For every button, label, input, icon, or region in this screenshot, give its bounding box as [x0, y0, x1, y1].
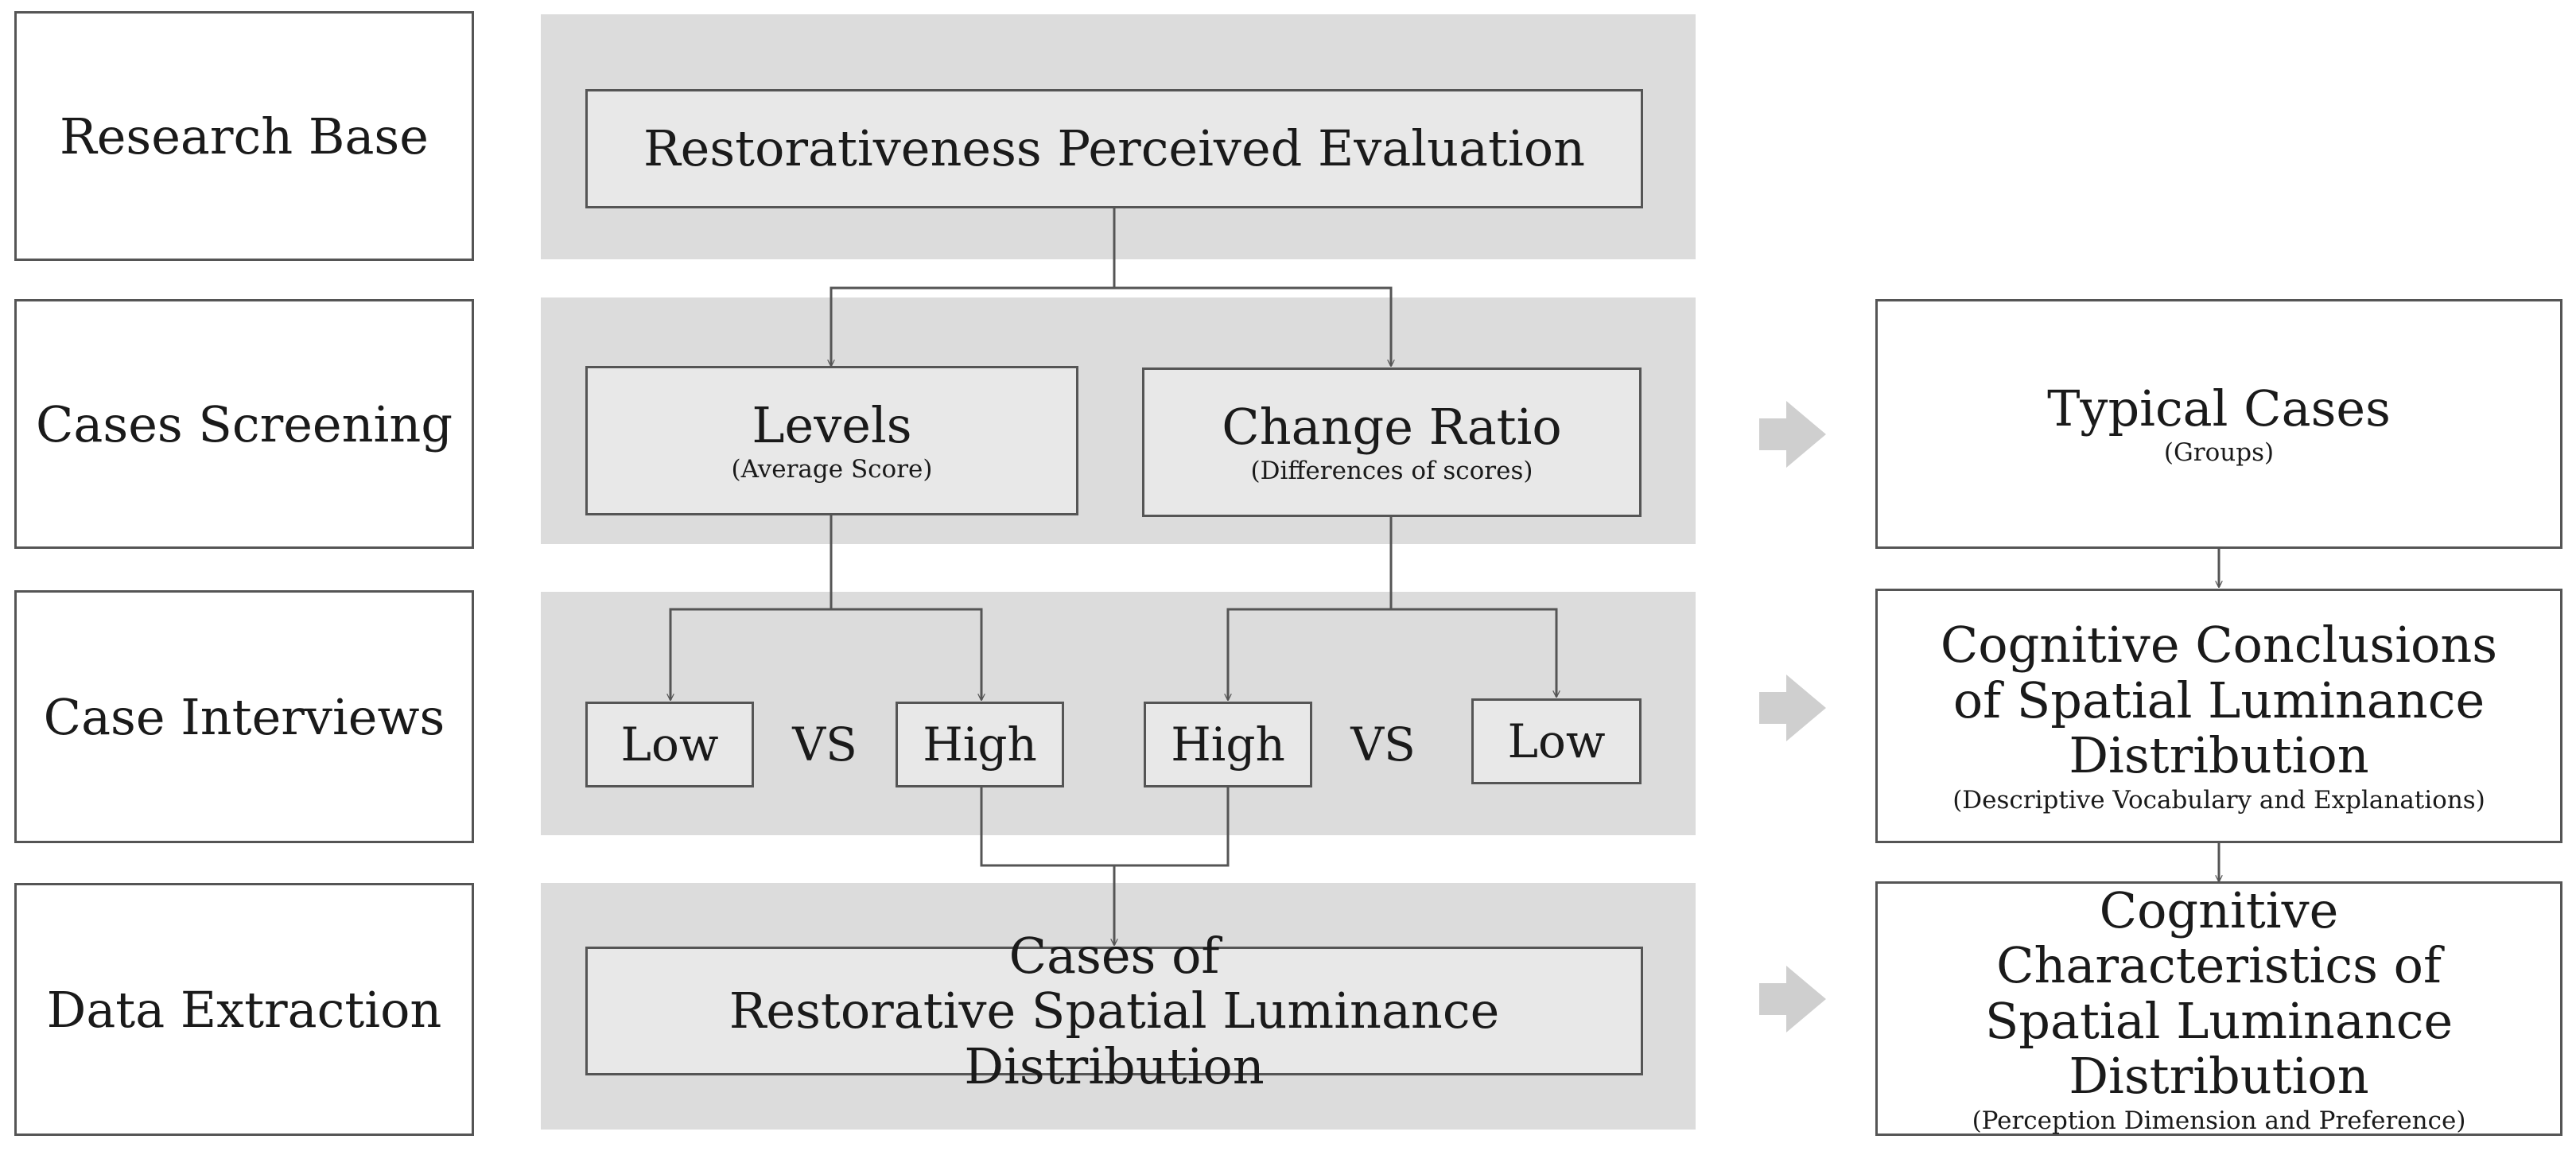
stage-cases-screening: Cases Screening — [14, 299, 474, 549]
low-box-change-ratio: Low — [1471, 698, 1642, 784]
stage-case-interviews: Case Interviews — [14, 590, 474, 843]
cognitive-conclusions-box: Cognitive Conclusions of Spatial Luminan… — [1875, 589, 2562, 843]
low-label: Low — [1507, 714, 1606, 768]
right-arrow-icon — [1759, 675, 1826, 741]
evaluation-label: Restorativeness Perceived Evaluation — [643, 119, 1586, 178]
stage-label: Cases Screening — [35, 395, 453, 453]
cases-line-2: Restorative Spatial Luminance Distributi… — [729, 982, 1500, 1095]
vs-text: VS — [792, 717, 857, 772]
evaluation-box: Restorativeness Perceived Evaluation — [585, 89, 1643, 208]
cases-line-1: Cases of — [1008, 926, 1220, 985]
stage-data-extraction: Data Extraction — [14, 883, 474, 1136]
typical-cases-title: Typical Cases — [2047, 379, 2391, 437]
typical-cases-box: Typical Cases (Groups) — [1875, 299, 2562, 549]
change-ratio-title: Change Ratio — [1222, 397, 1562, 456]
stage-research-base: Research Base — [14, 11, 474, 261]
high-box-change-ratio: High — [1144, 702, 1312, 787]
high-label: High — [1171, 717, 1285, 772]
stage-label: Data Extraction — [46, 980, 442, 1039]
high-box-levels: High — [896, 702, 1064, 787]
right-arrow-icon — [1759, 401, 1826, 468]
cognitive-characteristics-title: Cognitive Characteristics of Spatial Lum… — [1984, 881, 2454, 1106]
low-label: Low — [620, 717, 719, 772]
cases-box: Cases of Restorative Spatial Luminance D… — [585, 927, 1643, 1094]
change-ratio-box: Change Ratio (Differences of scores) — [1142, 367, 1642, 517]
cognitive-characteristics-box: Cognitive Characteristics of Spatial Lum… — [1875, 881, 2562, 1136]
typical-cases-subtitle: (Groups) — [2163, 438, 2275, 468]
change-ratio-subtitle: (Differences of scores) — [1250, 457, 1533, 486]
vs-text: VS — [1350, 717, 1416, 772]
stage-label: Research Base — [60, 107, 429, 165]
cognitive-conclusions-title: Cognitive Conclusions of Spatial Luminan… — [1940, 616, 2498, 785]
cognitive-characteristics-subtitle: (Perception Dimension and Preference) — [1972, 1106, 2466, 1135]
right-arrow-icon — [1759, 966, 1826, 1032]
levels-subtitle: (Average Score) — [731, 455, 933, 484]
cognitive-conclusions-subtitle: (Descriptive Vocabulary and Explanations… — [1952, 785, 2485, 815]
vs-label-change-ratio: VS — [1331, 702, 1435, 787]
low-box-levels: Low — [585, 702, 754, 787]
levels-title: Levels — [752, 395, 912, 454]
stage-label: Case Interviews — [43, 687, 445, 746]
high-label: High — [923, 717, 1037, 772]
levels-box: Levels (Average Score) — [585, 366, 1078, 515]
vs-label-levels: VS — [773, 702, 876, 787]
